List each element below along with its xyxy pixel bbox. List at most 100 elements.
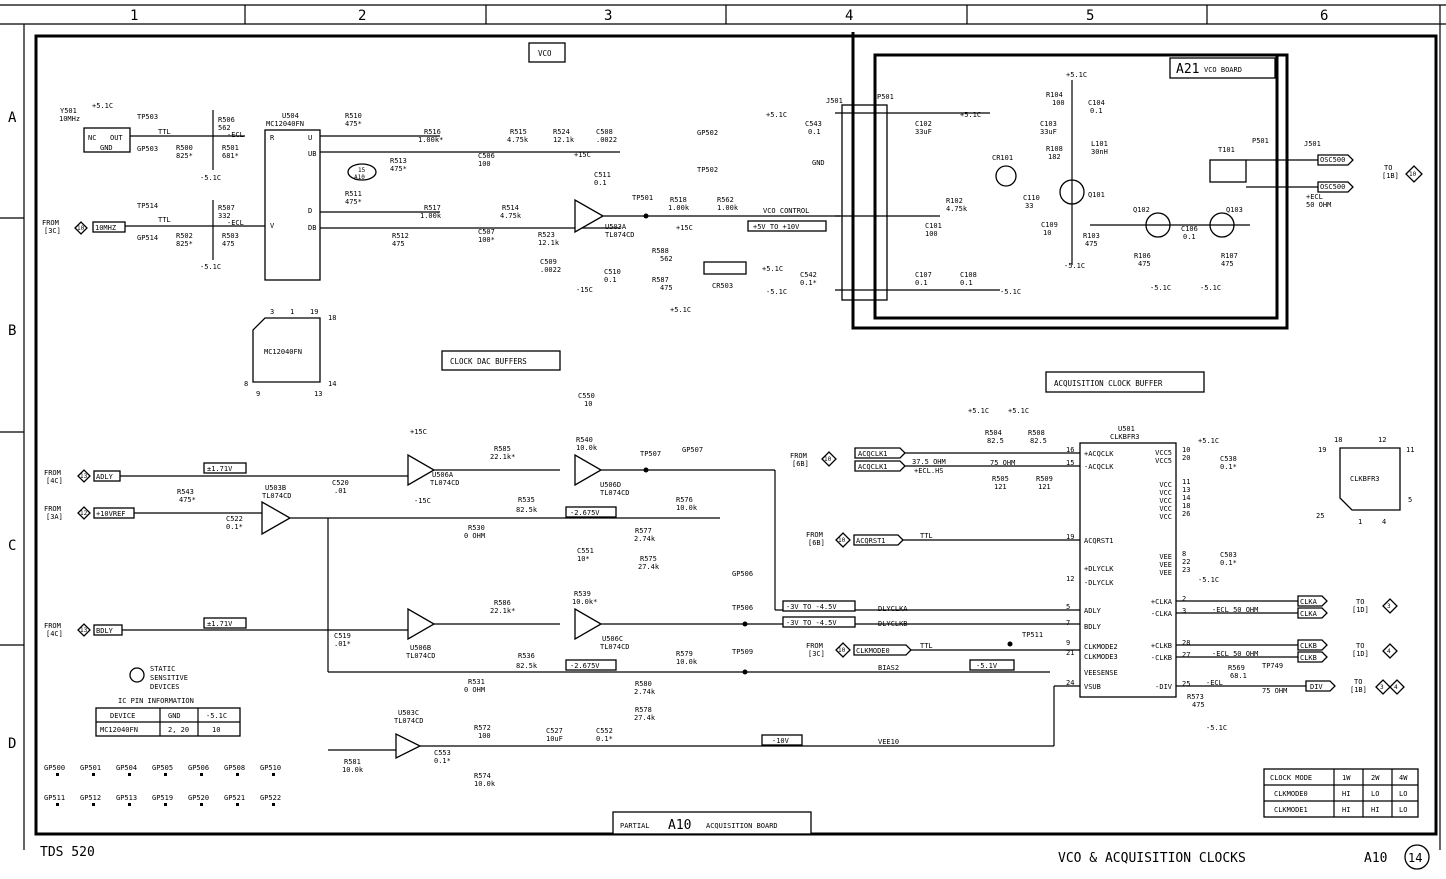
- svg-text:ADLY: ADLY: [96, 473, 114, 481]
- svg-text:13: 13: [80, 473, 88, 480]
- svg-text:100: 100: [478, 732, 491, 740]
- svg-text:82.5k: 82.5k: [516, 662, 538, 670]
- svg-text:C522: C522: [226, 515, 243, 523]
- svg-text:R539: R539: [574, 590, 591, 598]
- svg-text:TTL: TTL: [920, 532, 933, 540]
- svg-text:22.1k*: 22.1k*: [490, 607, 515, 615]
- svg-text:R588: R588: [652, 247, 669, 255]
- svg-text:TL074CD: TL074CD: [262, 492, 292, 500]
- svg-text:R575: R575: [640, 555, 657, 563]
- svg-text:R580: R580: [635, 680, 652, 688]
- svg-text:R106: R106: [1134, 252, 1151, 260]
- svg-text:+5.1C: +5.1C: [1066, 71, 1087, 79]
- u501-pin-num: 15: [1066, 459, 1074, 467]
- svg-text:FROM: FROM: [806, 531, 823, 539]
- svg-text:PARTIAL: PARTIAL: [620, 822, 650, 830]
- ic-pin-table: IC PIN INFORMATION DEVICE GND -5.1C MC12…: [95, 697, 241, 737]
- svg-text:0.1: 0.1: [1090, 107, 1103, 115]
- u501-pin-name: CLKMODE3: [1084, 653, 1118, 661]
- svg-text:R543: R543: [177, 488, 194, 496]
- u501-pin-name: VCC: [1159, 489, 1172, 497]
- svg-text:R509: R509: [1036, 475, 1053, 483]
- svg-text:0.1: 0.1: [960, 279, 973, 287]
- svg-text:33uF: 33uF: [1040, 128, 1057, 136]
- svg-text:U506C: U506C: [602, 635, 623, 643]
- svg-text:10: 10: [1043, 229, 1051, 237]
- svg-text:C107: C107: [915, 271, 932, 279]
- svg-text:VEE10: VEE10: [878, 738, 899, 746]
- svg-text:Y501: Y501: [60, 107, 77, 115]
- u501-pin-num: 7: [1066, 619, 1070, 627]
- svg-text:2.74k: 2.74k: [634, 688, 656, 696]
- svg-text:R585: R585: [494, 445, 511, 453]
- u501-pin-name: -CLKA: [1151, 610, 1173, 618]
- u501-pin-name: ACQRST1: [1084, 537, 1114, 545]
- svg-text:-5.1C: -5.1C: [200, 263, 221, 271]
- svg-text:-15C: -15C: [576, 286, 593, 294]
- svg-text:MC12040FN: MC12040FN: [100, 726, 138, 734]
- svg-text:TL074CD: TL074CD: [600, 489, 630, 497]
- svg-text:[3C]: [3C]: [44, 227, 61, 235]
- gp-label: GP510: [260, 764, 281, 772]
- col-1: 1: [130, 8, 138, 24]
- svg-text:A10: A10: [668, 818, 691, 833]
- svg-text:UB: UB: [308, 150, 316, 158]
- svg-text:CR503: CR503: [712, 282, 733, 290]
- svg-text:18: 18: [1334, 436, 1342, 444]
- acq-buffer-title-box: [1045, 371, 1205, 393]
- vco-title-box: [528, 42, 566, 63]
- svg-text:R518: R518: [670, 196, 687, 204]
- svg-text:13: 13: [314, 390, 322, 398]
- svg-text:475: 475: [392, 240, 405, 248]
- svg-text:GP514: GP514: [137, 234, 158, 242]
- svg-text:J501: J501: [826, 97, 843, 105]
- partial-board-title: PARTIAL A10 ACQUISITION BOARD: [612, 811, 812, 835]
- svg-text:50 OHM: 50 OHM: [1306, 201, 1331, 209]
- svg-text:33uF: 33uF: [915, 128, 932, 136]
- static-note: STATIC SENSITIVE DEVICES: [129, 665, 188, 691]
- svg-text:4: 4: [1394, 684, 1398, 691]
- u501-pin-num: 28: [1182, 639, 1190, 647]
- svg-text:27.4k: 27.4k: [638, 563, 660, 571]
- svg-text:C509: C509: [540, 258, 557, 266]
- svg-text:CLKMODE0: CLKMODE0: [1274, 790, 1308, 798]
- svg-text:J501: J501: [1304, 140, 1321, 148]
- svg-text:37.5 OHM: 37.5 OHM: [912, 458, 946, 466]
- vco-title: VCO: [538, 49, 552, 58]
- svg-text:R514: R514: [502, 204, 519, 212]
- u501-pin-num: 5: [1066, 603, 1070, 611]
- u501-pin-num: 25: [1182, 680, 1190, 688]
- svg-text:-2.675V: -2.675V: [570, 509, 600, 517]
- svg-text:NC: NC: [88, 134, 96, 142]
- svg-text:P501: P501: [877, 93, 894, 101]
- svg-text:475: 475: [1192, 701, 1205, 709]
- svg-text:C553: C553: [434, 749, 451, 757]
- svg-text:14: 14: [328, 380, 336, 388]
- svg-text:[6B]: [6B]: [808, 539, 825, 547]
- svg-text:475: 475: [1085, 240, 1098, 248]
- svg-text:FROM: FROM: [44, 469, 61, 477]
- u501-pin-num: 2: [1182, 595, 1186, 603]
- svg-text:+5.1C: +5.1C: [670, 306, 691, 314]
- svg-text:13: 13: [80, 627, 88, 634]
- svg-text:GND: GND: [168, 712, 181, 720]
- svg-text:FROM: FROM: [44, 505, 61, 513]
- svg-text:C543: C543: [805, 120, 822, 128]
- vco-board-id: A21: [1176, 62, 1199, 77]
- svg-text:[4C]: [4C]: [46, 630, 63, 638]
- u501-pin-num: 18: [1182, 502, 1190, 510]
- u501-pin-name: VEE: [1159, 561, 1172, 569]
- svg-text:2W: 2W: [1371, 774, 1380, 782]
- svg-text:DB: DB: [308, 224, 316, 232]
- u501-pin-num: 19: [1066, 533, 1074, 541]
- svg-text:TP514: TP514: [137, 202, 158, 210]
- u501-pin-name: VCC: [1159, 481, 1172, 489]
- svg-text:C102: C102: [915, 120, 932, 128]
- svg-text:0.1*: 0.1*: [1220, 559, 1237, 567]
- svg-text:-5.1C: -5.1C: [1150, 284, 1171, 292]
- u501-pin-num: 16: [1066, 446, 1074, 454]
- row-b: B: [8, 323, 16, 339]
- svg-text:GND: GND: [812, 159, 825, 167]
